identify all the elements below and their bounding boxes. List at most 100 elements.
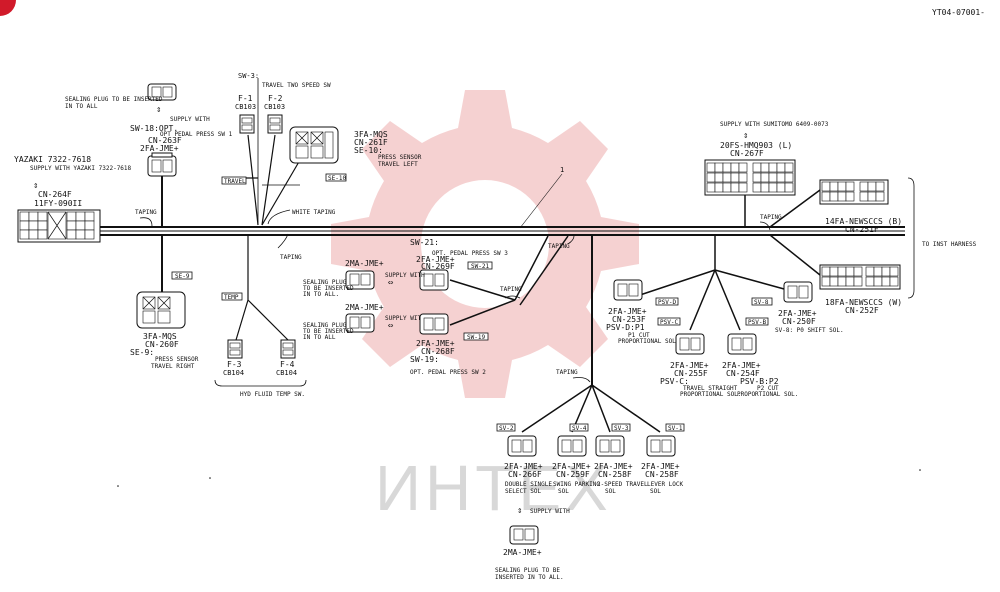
travel-tag: TRAVEL [224,178,246,185]
p1cut-label: P1 CUT [628,332,650,339]
travel-right: TRAVEL RIGHT [151,363,195,370]
sealing-a-3: IN TO ALL. [303,291,339,298]
supply-with-bottom: SUPPLY WITH [530,508,570,515]
psvc-label: PSV-C: [660,377,689,386]
p2cut-label: P2 CUT [757,385,779,392]
sw3-label: SW-3: [238,72,259,80]
sealing-plug-top-left [147,83,177,101]
cn261f-label: CN-261F [354,138,388,147]
prop-sol2-label: PROPORTIONAL SOL. [680,391,741,398]
double-arrow-icon: ⇕ [33,181,38,191]
sealing-b-1: SEALING PLUG [303,322,347,329]
ma-b-label: 2MA-JME+ [345,303,384,312]
jm-259-label: 2FA-JME+ [552,462,591,471]
temp-tag: TEMP [224,294,239,301]
newsccs18-label: 18FA-NEWSCCS (W) [825,298,902,307]
psv-c-tag: PSV-C [660,319,678,326]
cb104a-label: CB104 [223,369,244,377]
se10-tag: SE-10 [328,175,346,182]
connector-cn263f [147,152,177,177]
cn251f-label: CN-251F [845,225,879,234]
terminal-f1 [239,114,255,134]
connector-cn255f [675,333,705,355]
cn260f-label: CN-260F [145,340,179,349]
double-arrow-icon: ⇕ [156,105,161,115]
cn263f-label: CN-263F [148,136,182,145]
se10-label: SE-10: [354,146,383,155]
sv8-label: SV-8: P0 SHIFT SOL. [775,327,844,334]
lever-lock-label: LEVER LOCK [647,481,684,488]
taping-label-5: TAPING [556,369,578,376]
taping-label-6: TAPING [760,214,782,221]
cn259f-label: CN-259F [556,470,590,479]
sealing-b-2: TO BE INSERTED [303,328,354,335]
double-arrow-icon: ⇕ [743,131,748,141]
cn269f-label: CN-269F [421,262,455,271]
f4-label: F-4 [280,360,295,369]
sol2-label: SOL [605,488,616,495]
cn250f-label: CN-250F [782,317,816,326]
connector-cn258f-a [595,435,625,457]
jm-258b-label: 2FA-JME+ [641,462,680,471]
doc-id: YT04-07001- [932,8,985,17]
swing-parking-label: SWING PARKING [553,481,600,488]
sw21-tag: SW-21 [471,263,489,270]
sealing-plug-a [345,270,375,290]
watermark-gear-icon [331,90,639,398]
cb103b-label: CB103 [264,103,285,111]
cn253f-label: CN-253F [612,315,646,324]
cn254f-label: CN-254F [726,369,760,378]
wire-number: 1 [560,166,564,174]
f2-label: F-2 [268,94,283,103]
connector-cn260f [136,291,186,329]
sol1-label: SOL [558,488,569,495]
supply-with-label: SUPPLY WITH [170,116,210,123]
to-inst-label: TO INST HARNESS [922,241,977,248]
opt-pedal3-label: OPT. PEDAL PRESS SW 3 [432,250,508,257]
connector-cn259f [557,435,587,457]
connector-cn261f [289,126,339,164]
sv8-tag: SV-8 [754,299,769,306]
yazaki-label: YAZAKI 7322-7618 [14,155,91,164]
sw18-desc: OPT PEDAL PRESS SW 1 [160,131,233,138]
travel-two-speed-label: TRAVEL TWO SPEED SW [262,82,331,89]
jm-258a-label: 2FA-JME+ [594,462,633,471]
connector-cn267f [704,159,796,196]
double-arrow-icon: ⇕ [517,506,522,516]
supply-sumitomo-label: SUPPLY WITH SUMITOMO 6409-0073 [720,121,829,128]
connector-cn254f [727,333,757,355]
sealing-b-3: IN TO ALL [303,334,336,341]
jm-254-label: 2FA-JME+ [722,361,761,370]
cn268f-label: CN-268F [421,347,455,356]
cn252f-label: CN-252F [845,306,879,315]
connector-cn250f [783,281,813,303]
double-single-label: DOUBLE SINGLE [505,481,552,488]
f1-label: F-1 [238,94,253,103]
connector-cn252f [819,264,901,290]
jme-label: 2FA-JME+ [140,144,179,153]
sealing-top-label-2: IN TO ALL [65,103,98,110]
sv2-tag: SV-2 [499,425,514,432]
cn267f-label: CN-267F [730,149,764,158]
jme-b-label: 2FA-JME+ [416,339,455,348]
sealing-plug-b [345,313,375,333]
hyd-temp-label: HYD FLUID TEMP SW. [240,391,305,398]
supply-b-label: SUPPLY WITH [385,315,425,322]
sealing-bottom-2: INSERTED IN TO ALL. [495,574,564,581]
connector-cn264f [17,209,101,243]
sealing-a-2: TO BE INSERTED [303,285,354,292]
taping-label-4: TAPING [500,286,522,293]
travel-left: TRAVEL LEFT [378,161,418,168]
psv-b-tag: PSV-B [748,319,766,326]
two-speed-label: 2-SPEED TRAVEL [597,481,648,488]
taping-label-3: TAPING [548,243,570,250]
psv-d-tag: PSV-D [658,299,676,306]
newsccs14-label: 14FA-NEWSCCS (B) [825,217,902,226]
sv1-tag: SV-1 [668,425,683,432]
cn258f-b-label: CN-258F [645,470,679,479]
opt-pedal2-label: OPT. PEDAL PRESS SW 2 [410,369,486,376]
se9-tag: SE-9 [175,273,190,280]
mqs-left-label: 3FA-MQS [143,332,177,341]
double-arrow-h-icon: ⇔ [388,278,394,288]
